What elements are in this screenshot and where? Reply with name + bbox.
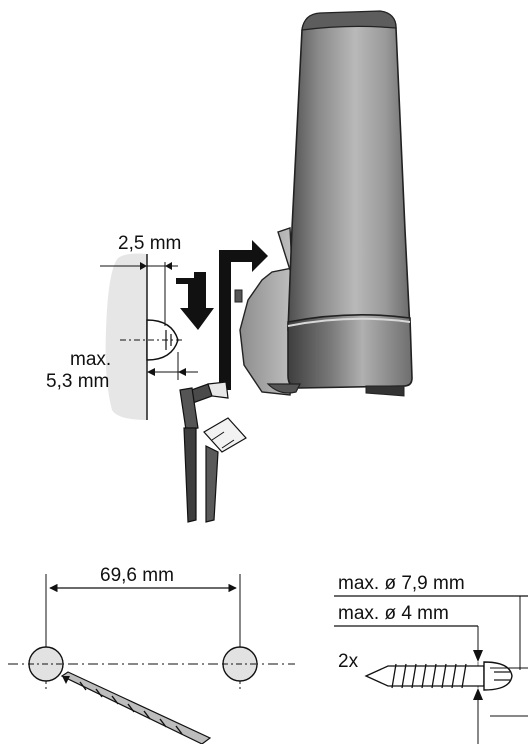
quantity-label: 2x <box>338 651 359 672</box>
dimension-2-5 <box>100 262 178 326</box>
screw-icon <box>364 661 513 691</box>
down-arrow-icon <box>176 272 214 330</box>
device <box>234 10 413 397</box>
device-top-cap <box>301 10 397 31</box>
wall-depth-label: 2,5 mm <box>118 233 182 254</box>
hole-spacing-label: 69,6 mm <box>100 565 174 586</box>
device-foot <box>266 383 301 394</box>
shank-diameter-label: max. ø 4 mm <box>338 603 449 624</box>
wall-section <box>105 253 147 420</box>
hole-spacing-diagram <box>8 574 295 745</box>
device-base <box>287 314 413 389</box>
drill-bit-icon <box>60 671 212 745</box>
max-depth-label: 5,3 mm <box>46 371 110 392</box>
device-body <box>287 11 411 331</box>
dimension-5-3 <box>147 352 198 380</box>
insert-arrow-icon <box>219 240 268 390</box>
screw-diagram <box>334 595 528 744</box>
phone-plug <box>203 417 247 523</box>
max-label: max. <box>70 349 112 370</box>
power-plug <box>179 381 229 523</box>
head-diameter-label: max. ø 7,9 mm <box>338 573 465 594</box>
